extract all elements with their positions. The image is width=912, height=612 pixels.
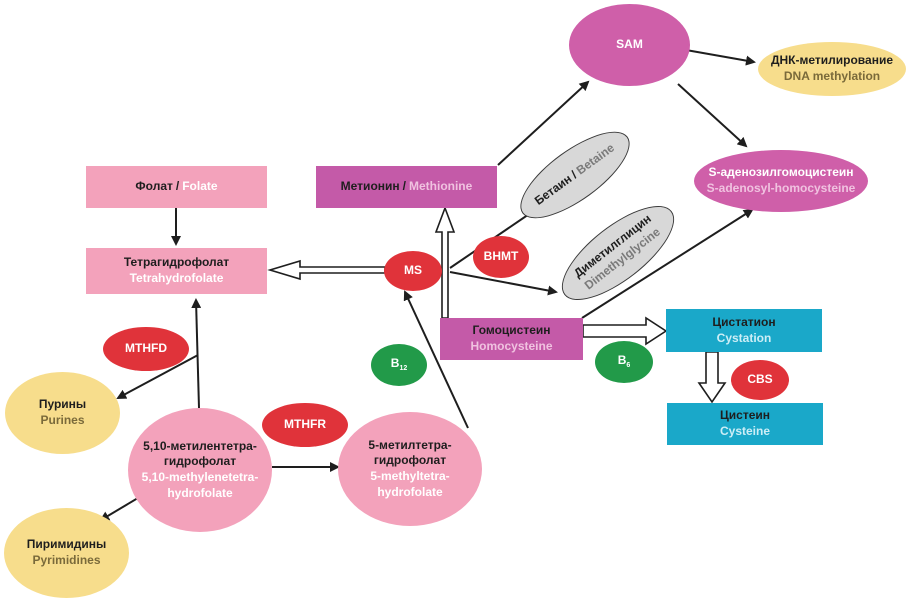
hollow-arrow-homocysteine-to-cystathionine [582,316,668,346]
homocysteine-ru: Гомоцистеин [472,323,551,338]
hollow-arrow-homocysteine-to-methionine [434,205,456,319]
sam-label: SAM [616,37,643,52]
pyrimidines-ru: Пиримидины [26,537,107,552]
cystathionine-box: Цистатион Cystation [666,309,822,352]
b6-sub: 6 [626,362,631,370]
methionine-box: Метионин / Methionine [316,166,497,208]
methylene-thf-en1: 5,10-methylenetetra- [141,470,259,484]
b12-label: B [390,356,400,371]
sam-node: SAM [569,4,690,86]
methylene-thf-en2: hydrofolate [167,485,233,500]
sah-ru: S-аденозилгомоцистеин [708,165,854,180]
hollow-arrow-ms-to-thf [267,259,386,281]
folate-ru: Фолат [135,179,173,194]
b12-cofactor: B12 [371,344,427,386]
folate-sep: / [175,179,180,194]
bhmt-label: BHMT [483,249,519,264]
b12-sub: 12 [399,365,408,373]
thf-en: Tetrahydrofolate [129,271,224,285]
mthfd-enzyme: MTHFD [103,327,189,371]
tetrahydrofolate-box: Тетрагидрофолат Tetrahydrofolate [86,248,267,294]
mthfr-label: MTHFR [284,417,326,432]
arrow-methionine-to-sam [497,80,590,166]
dna-methylation-ru: ДНК-метилирование [770,53,894,68]
folate-en: Folate [182,179,218,194]
ms-label: MS [404,263,422,278]
methionine-ru: Метионин [340,179,400,194]
mthfd-label: MTHFD [125,341,167,356]
purines-en: Purines [40,413,85,427]
methyl-thf-ru2: гидрофолат [373,453,447,468]
arrow-sam-to-dna [685,49,756,66]
cysteine-ru: Цистеин [720,408,770,423]
pyrimidines-node: Пиримидины Pyrimidines [4,508,129,598]
methylene-thf-node: 5,10-метилентетра- гидрофолат 5,10-methy… [128,408,272,532]
homocysteine-box: Гомоцистеин Homocysteine [440,318,583,360]
arrow-homocysteine-to-sah [581,208,754,319]
cysteine-box: Цистеин Cysteine [667,403,823,445]
arrow-ms-to-dmg [449,271,558,296]
sah-node: S-аденозилгомоцистеин S-adenosyl-homocys… [694,150,868,212]
sah-en: S-adenosyl-homocysteine [706,181,856,195]
ms-enzyme: MS [384,251,442,291]
arrow-methyl-to-ms [403,290,469,429]
cbs-enzyme: CBS [731,360,789,400]
methylene-thf-ru1: 5,10-метилентетра- [143,438,257,453]
methyl-thf-node: 5-метилтетра- гидрофолат 5-methyltetra- … [338,412,482,526]
methyl-thf-ru1: 5-метилтетра- [368,437,452,452]
purines-ru: Пурины [38,397,87,412]
methyl-thf-en2: hydrofolate [377,484,443,499]
thf-ru: Тетрагидрофолат [123,255,230,270]
betaine-en: Betaine [573,140,618,178]
mthfr-enzyme: MTHFR [262,403,348,447]
arrow-sam-to-sah [677,83,748,148]
folate-box: Фолат / Folate [86,166,267,208]
arrow-methylene-to-thf [191,298,202,409]
cbs-label: CBS [747,372,773,387]
b6-cofactor: B6 [595,341,653,383]
methylene-thf-ru2: гидрофолат [163,454,237,469]
b6-label: B [617,353,627,368]
pyrimidines-en: Pyrimidines [32,553,101,567]
cystathionine-ru: Цистатион [712,314,776,329]
purines-node: Пурины Purines [5,372,120,454]
methionine-sep: / [402,179,406,194]
homocysteine-en: Homocysteine [470,339,553,353]
cysteine-en: Cysteine [719,424,771,438]
arrow-methylene-to-purines [116,354,199,399]
hollow-arrow-cystathionine-to-cysteine [697,351,727,404]
bhmt-enzyme: BHMT [473,236,529,278]
dna-methylation-en: DNA methylation [783,69,881,83]
cystathionine-en: Cystation [716,330,772,345]
dna-methylation-node: ДНК-метилирование DNA methylation [758,42,906,96]
methionine-en: Methionine [408,179,473,194]
methyl-thf-en1: 5-methyltetra- [370,469,450,483]
betaine-ru: Бетаин [531,171,575,208]
